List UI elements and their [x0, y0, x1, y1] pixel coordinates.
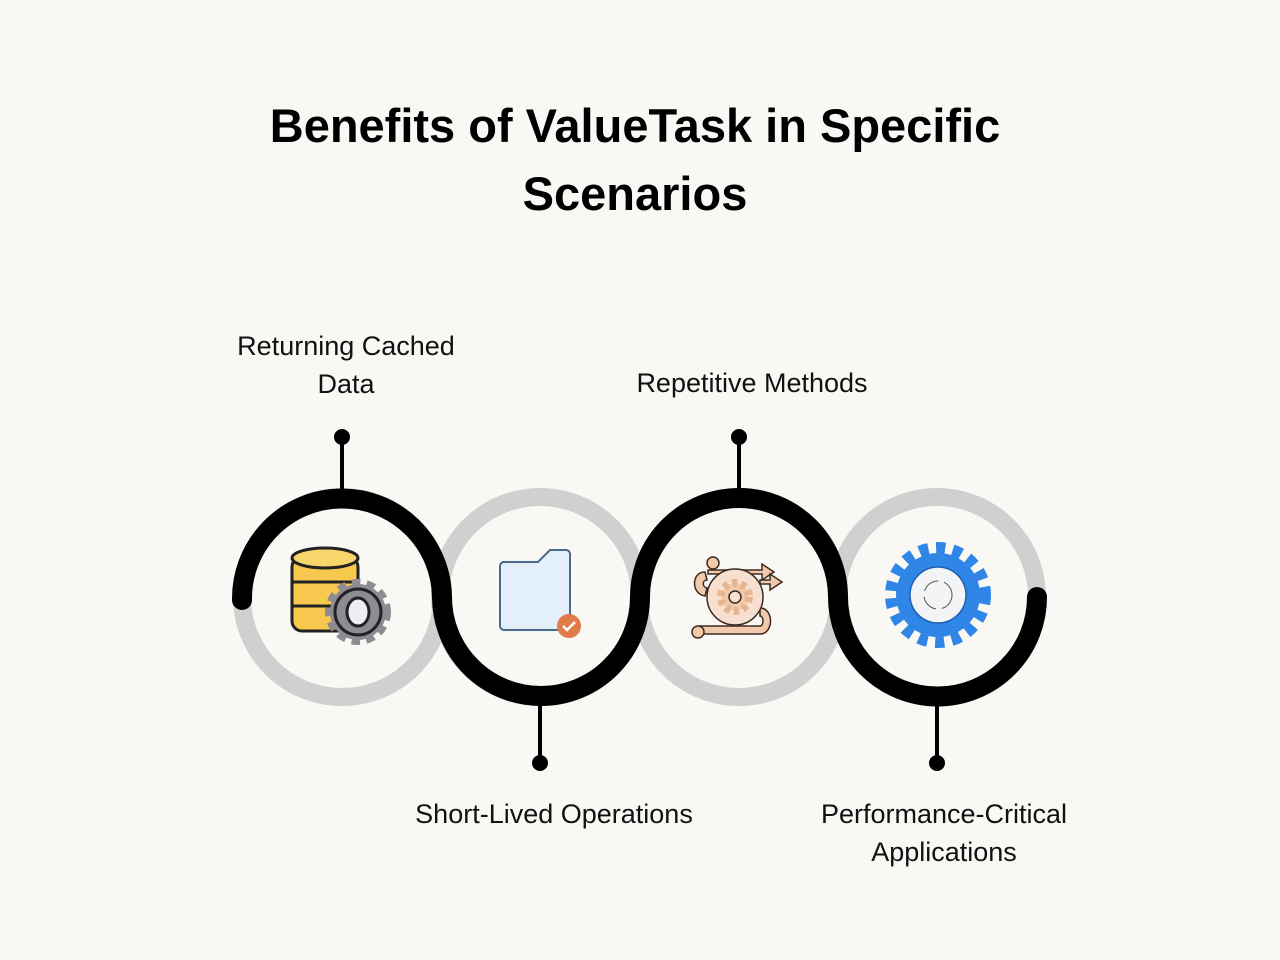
- label-line: Performance-Critical: [820, 799, 1068, 829]
- label-line: Returning Cached: [237, 331, 455, 361]
- database-gear-icon: [290, 546, 391, 645]
- connector-dot-4: [929, 755, 945, 771]
- step-label-returning-cached-data: Returning Cached Data: [237, 327, 455, 403]
- label-line: Short-Lived Operations: [415, 799, 693, 829]
- step-label-performance-critical: Performance-Critical Applications: [821, 795, 1067, 871]
- process-gear-arrows-icon: [691, 556, 784, 639]
- step-label-short-lived-operations: Short-Lived Operations: [415, 795, 693, 833]
- label-line: Repetitive Methods: [636, 368, 868, 398]
- title-line-2: Scenarios: [522, 167, 748, 220]
- label-line: Applications: [871, 837, 1017, 867]
- connector-dot-3: [731, 429, 747, 445]
- label-line: Data: [317, 369, 375, 399]
- title-line-1: Benefits of ValueTask in Specific: [269, 99, 1001, 152]
- step-label-repetitive-methods: Repetitive Methods: [636, 364, 867, 402]
- folder-check-icon: [499, 549, 581, 638]
- wave-path: [231, 488, 1047, 707]
- blue-gear-icon: [885, 542, 991, 648]
- connector-dot-1: [334, 429, 350, 445]
- connector-dot-2: [532, 755, 548, 771]
- page-title: Benefits of ValueTask in Specific Scenar…: [0, 92, 1270, 228]
